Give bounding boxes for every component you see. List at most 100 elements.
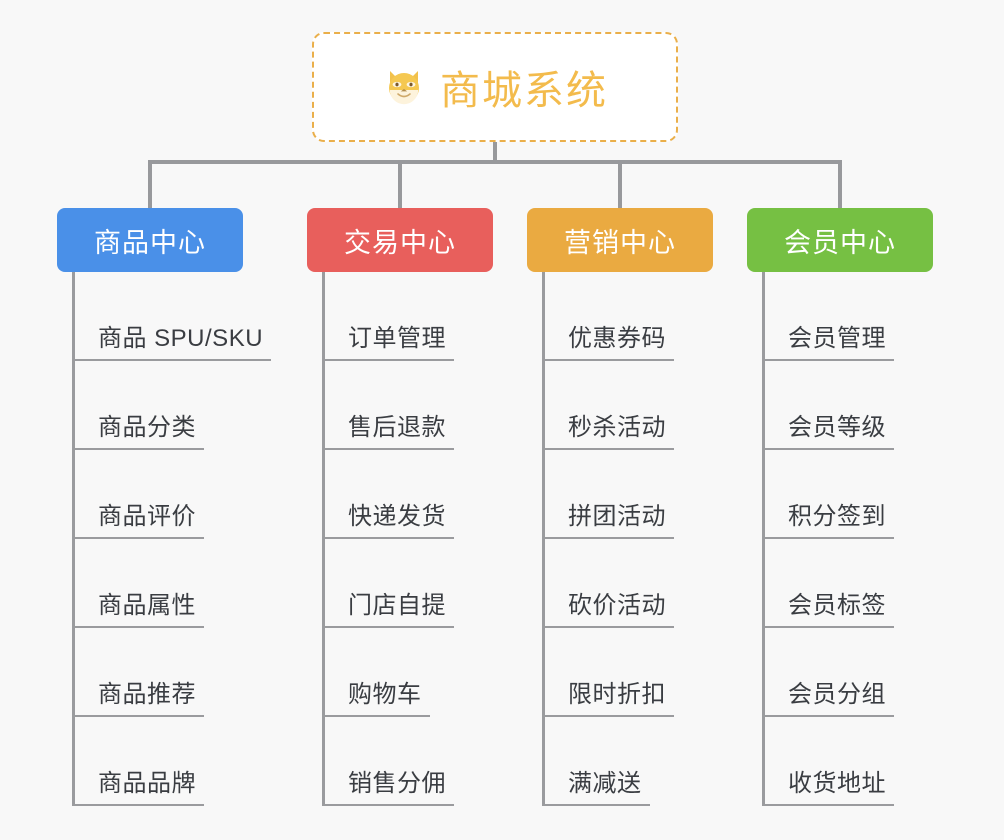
leaf-item[interactable]: 商品品牌 — [72, 717, 243, 806]
leaf-underline — [322, 715, 430, 717]
leaf-label: 购物车 — [348, 681, 422, 708]
branch-column-product-center: 商品中心 商品 SPU/SKU 商品分类 商品评价 商品属性 商品推荐 — [57, 208, 272, 806]
leaf-label: 拼团活动 — [568, 503, 666, 530]
leaf-item[interactable]: 购物车 — [322, 628, 493, 717]
leaf-list-trade-center: 订单管理 售后退款 快递发货 门店自提 购物车 销售分佣 — [307, 272, 493, 806]
leaf-label: 商品属性 — [98, 592, 196, 619]
leaf-underline — [762, 537, 894, 539]
leaf-label: 积分签到 — [788, 503, 886, 530]
category-box-marketing-center[interactable]: 营销中心 — [527, 208, 713, 272]
branch-spine — [72, 272, 75, 806]
leaf-underline — [322, 537, 454, 539]
leaf-item[interactable]: 订单管理 — [322, 272, 493, 361]
leaf-item[interactable]: 会员分组 — [762, 628, 933, 717]
leaf-label: 快递发货 — [348, 503, 446, 530]
root-title: 商城系统 — [440, 69, 608, 113]
category-label: 商品中心 — [94, 227, 206, 258]
connector-drop-2 — [398, 160, 402, 208]
leaf-item[interactable]: 快递发货 — [322, 450, 493, 539]
branch-spine — [322, 272, 325, 806]
leaf-label: 门店自提 — [348, 592, 446, 619]
leaf-underline — [542, 804, 650, 806]
leaf-item[interactable]: 砍价活动 — [542, 539, 713, 628]
leaf-label: 商品分类 — [98, 414, 196, 441]
leaf-label: 销售分佣 — [348, 770, 446, 797]
category-box-product-center[interactable]: 商品中心 — [57, 208, 243, 272]
leaf-list-member-center: 会员管理 会员等级 积分签到 会员标签 会员分组 收货地址 — [747, 272, 933, 806]
leaf-underline — [72, 715, 204, 717]
leaf-item[interactable]: 收货地址 — [762, 717, 933, 806]
leaf-list-marketing-center: 优惠券码 秒杀活动 拼团活动 砍价活动 限时折扣 满减送 — [527, 272, 713, 806]
leaf-label: 会员管理 — [788, 325, 886, 352]
leaf-label: 会员等级 — [788, 414, 886, 441]
leaf-underline — [322, 359, 454, 361]
branch-spine — [542, 272, 545, 806]
leaf-underline — [72, 359, 272, 361]
leaf-item[interactable]: 会员标签 — [762, 539, 933, 628]
leaf-item[interactable]: 商品分类 — [72, 361, 243, 450]
connector-drop-1 — [148, 160, 152, 208]
leaf-item[interactable]: 商品 SPU/SKU — [72, 272, 272, 361]
leaf-item[interactable]: 优惠券码 — [542, 272, 713, 361]
root-node[interactable]: 商城系统 — [312, 32, 678, 142]
leaf-label: 砍价活动 — [568, 592, 666, 619]
leaf-underline — [762, 448, 894, 450]
connector-root-stem — [493, 142, 497, 164]
branch-column-member-center: 会员中心 会员管理 会员等级 积分签到 会员标签 会员分组 — [747, 208, 933, 806]
category-label: 会员中心 — [784, 227, 896, 258]
leaf-underline — [322, 626, 454, 628]
leaf-item[interactable]: 销售分佣 — [322, 717, 493, 806]
leaf-item[interactable]: 商品推荐 — [72, 628, 243, 717]
leaf-label: 商品 SPU/SKU — [98, 325, 264, 352]
leaf-underline — [72, 626, 204, 628]
category-label: 交易中心 — [344, 227, 456, 258]
leaf-item[interactable]: 商品属性 — [72, 539, 243, 628]
leaf-item[interactable]: 秒杀活动 — [542, 361, 713, 450]
category-label: 营销中心 — [564, 227, 676, 258]
connector-drop-3 — [618, 160, 622, 208]
leaf-underline — [762, 359, 894, 361]
leaf-item[interactable]: 拼团活动 — [542, 450, 713, 539]
category-box-trade-center[interactable]: 交易中心 — [307, 208, 493, 272]
leaf-item[interactable]: 会员等级 — [762, 361, 933, 450]
branch-spine — [762, 272, 765, 806]
leaf-label: 优惠券码 — [568, 325, 666, 352]
leaf-underline — [322, 804, 454, 806]
leaf-list-product-center: 商品 SPU/SKU 商品分类 商品评价 商品属性 商品推荐 商品品牌 — [57, 272, 272, 806]
leaf-item[interactable]: 满减送 — [542, 717, 713, 806]
leaf-item[interactable]: 限时折扣 — [542, 628, 713, 717]
leaf-label: 商品推荐 — [98, 681, 196, 708]
leaf-item[interactable]: 会员管理 — [762, 272, 933, 361]
leaf-label: 收货地址 — [788, 770, 886, 797]
leaf-underline — [762, 715, 894, 717]
leaf-item[interactable]: 商品评价 — [72, 450, 243, 539]
leaf-label: 秒杀活动 — [568, 414, 666, 441]
leaf-label: 商品品牌 — [98, 770, 196, 797]
leaf-underline — [322, 448, 454, 450]
leaf-underline — [72, 804, 204, 806]
leaf-item[interactable]: 售后退款 — [322, 361, 493, 450]
leaf-underline — [542, 359, 674, 361]
leaf-label: 会员标签 — [788, 592, 886, 619]
branch-column-marketing-center: 营销中心 优惠券码 秒杀活动 拼团活动 砍价活动 限时折扣 — [527, 208, 713, 806]
leaf-item[interactable]: 积分签到 — [762, 450, 933, 539]
dog-face-icon — [382, 65, 426, 109]
leaf-label: 商品评价 — [98, 503, 196, 530]
leaf-underline — [762, 804, 894, 806]
leaf-underline — [542, 537, 674, 539]
leaf-label: 售后退款 — [348, 414, 446, 441]
leaf-label: 满减送 — [568, 770, 642, 797]
leaf-underline — [72, 448, 204, 450]
leaf-underline — [542, 715, 674, 717]
leaf-label: 订单管理 — [348, 325, 446, 352]
leaf-underline — [542, 448, 674, 450]
leaf-label: 会员分组 — [788, 681, 886, 708]
leaf-underline — [762, 626, 894, 628]
connector-drop-4 — [838, 160, 842, 208]
leaf-label: 限时折扣 — [568, 681, 666, 708]
connector-horizontal-bus — [148, 160, 842, 164]
leaf-underline — [542, 626, 674, 628]
category-box-member-center[interactable]: 会员中心 — [747, 208, 933, 272]
leaf-item[interactable]: 门店自提 — [322, 539, 493, 628]
